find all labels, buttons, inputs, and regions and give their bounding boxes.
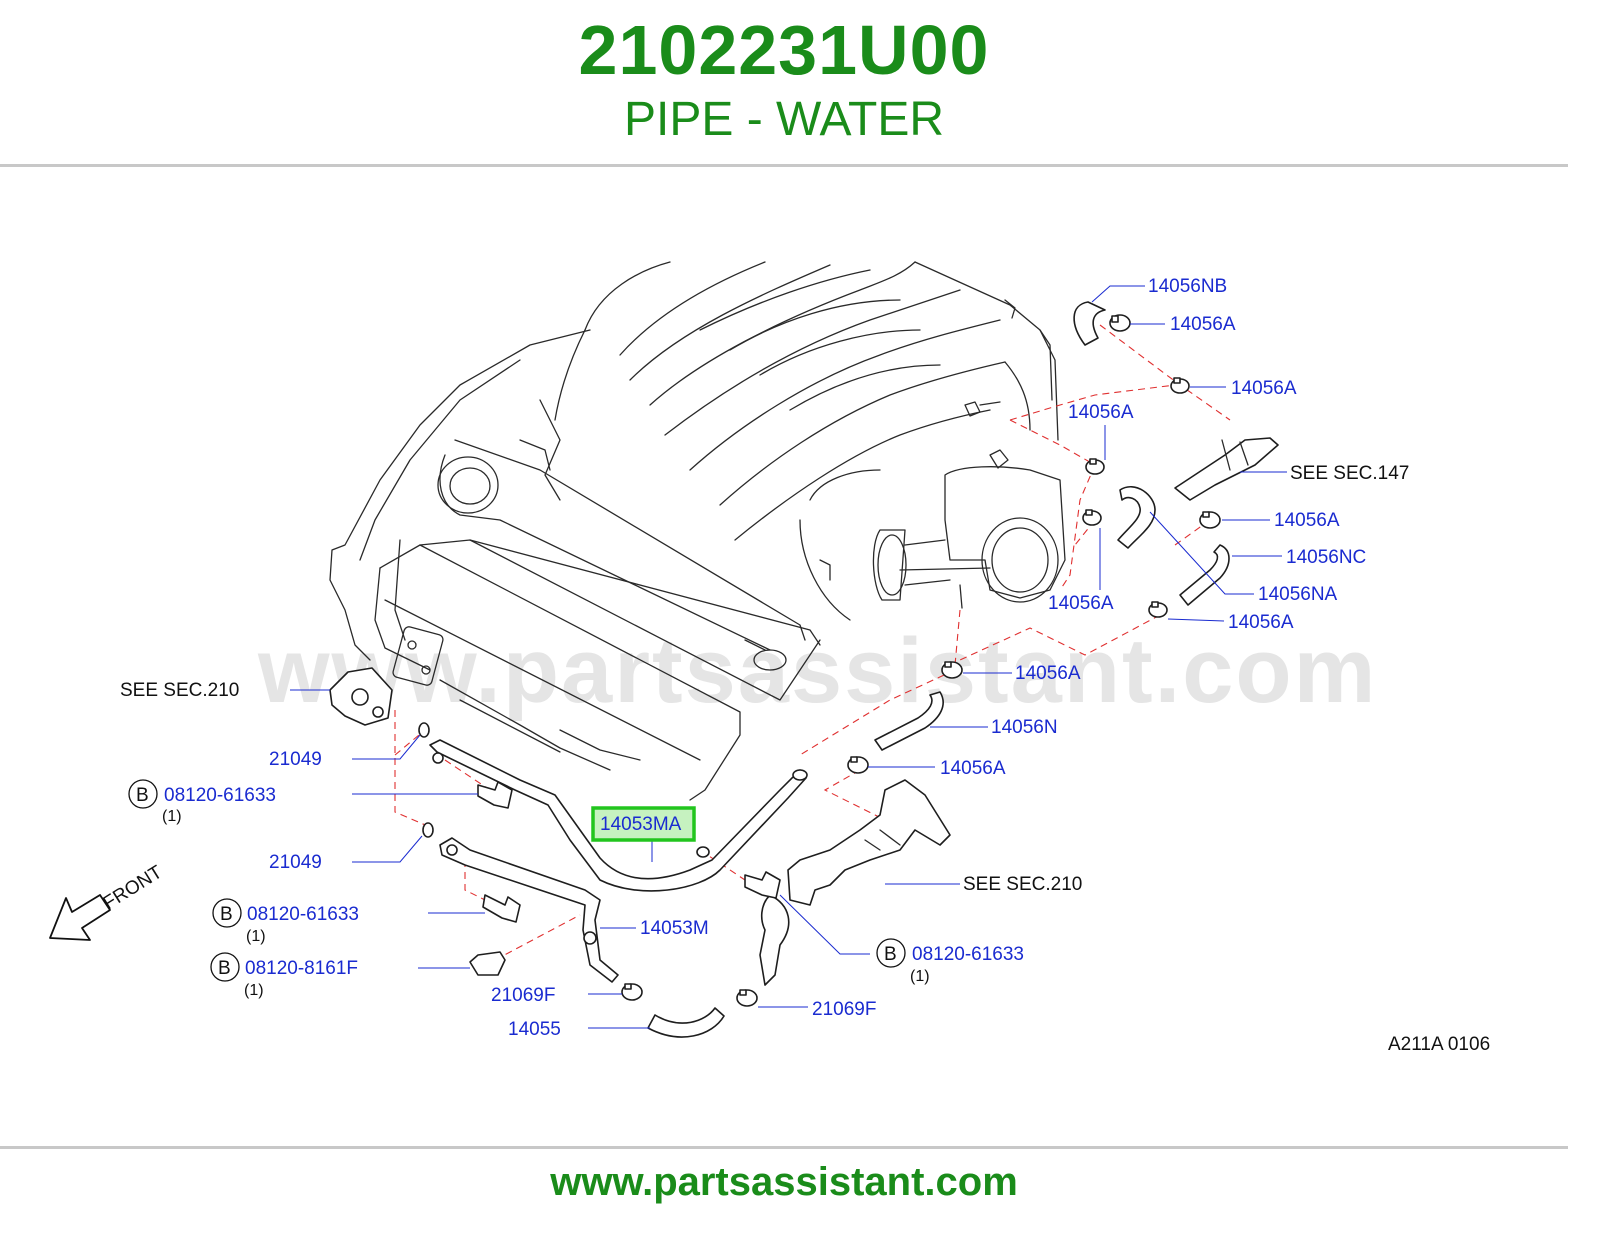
callout-14056NA: 14056NA [1258, 584, 1338, 605]
callout-14055: 14055 [508, 1019, 561, 1040]
svg-text:B: B [220, 904, 233, 925]
bolt-icon [482, 894, 521, 923]
callout-bolt-08120-61633: 08120-61633 [247, 904, 359, 925]
callout-14056A: 14056A [1274, 510, 1340, 531]
callout-21049: 21049 [269, 852, 322, 873]
callout-bolt-08120-8161F: 08120-8161F [245, 958, 358, 979]
quantity-label: (1) [910, 968, 930, 985]
callout-14056A: 14056A [1170, 314, 1236, 335]
footer-divider [0, 1146, 1568, 1149]
callout-21069F: 21069F [491, 985, 555, 1006]
watermark-text: www.partsassistant.com [257, 620, 1377, 722]
hose-clamp-icon [1085, 458, 1105, 475]
hose-clamp-icon [1170, 377, 1190, 394]
callout-21069F: 21069F [812, 999, 876, 1020]
callout-14056NB: 14056NB [1148, 276, 1227, 297]
hose-clamp-icon [1199, 511, 1221, 529]
see-section-210-right: SEE SEC.210 [963, 874, 1082, 895]
header-divider [0, 164, 1568, 167]
part-description: PIPE - WATER [623, 93, 944, 146]
callout-14053MA-highlighted[interactable]: 14053MA [600, 814, 682, 835]
svg-text:B: B [884, 944, 897, 965]
callout-14056N: 14056N [991, 717, 1058, 738]
b-marker-icon: B [210, 952, 240, 982]
b-marker-icon: B [212, 898, 242, 928]
highlighted-part-box [591, 806, 696, 842]
front-label: FRONT [100, 862, 167, 915]
bolt-icon [477, 781, 513, 809]
bolt-icon [469, 951, 506, 976]
callout-21049: 21049 [269, 749, 322, 770]
part-number-title: 2102231U00 [578, 11, 990, 89]
callout-bolt-08120-61633: 08120-61633 [164, 785, 276, 806]
bolt-icon [744, 871, 781, 899]
callout-14056A: 14056A [1048, 593, 1114, 614]
see-section-147: SEE SEC.147 [1290, 463, 1409, 484]
hose-clamp-icon [1109, 314, 1131, 332]
b-marker-icon: B [876, 938, 906, 968]
hose-clamp-icon [847, 756, 869, 774]
drawing-code: A211A 0106 [1388, 1034, 1490, 1055]
quantity-label: (1) [162, 808, 182, 825]
parts-drawings [329, 301, 1279, 1038]
callout-leader-lines [290, 285, 1287, 1029]
callout-14056A: 14056A [1228, 612, 1294, 633]
hose-clamp-icon [1082, 509, 1102, 526]
page-header: 2102231U00 PIPE - WATER [0, 0, 1568, 166]
hose-clamp-icon [621, 983, 643, 1001]
callout-14056NC: 14056NC [1286, 547, 1366, 568]
b-marker-icon: B [128, 779, 158, 809]
hose-clamp-icon [941, 661, 963, 679]
hose-clamp-icon [1148, 601, 1168, 618]
callout-14056A: 14056A [1068, 402, 1134, 423]
front-arrow-icon [49, 894, 111, 941]
callout-14056A: 14056A [1231, 378, 1297, 399]
svg-text:B: B [218, 958, 231, 979]
callout-14056A: 14056A [1015, 663, 1081, 684]
svg-text:B: B [136, 785, 149, 806]
callout-14056A: 14056A [940, 758, 1006, 779]
quantity-label: (1) [246, 928, 266, 945]
hose-clamp-icon [736, 989, 758, 1007]
footer-website-link[interactable]: www.partsassistant.com [550, 1160, 1018, 1204]
engine-illustration [329, 261, 1066, 801]
callout-14053M: 14053M [640, 918, 709, 939]
quantity-label: (1) [244, 982, 264, 999]
see-section-210-left: SEE SEC.210 [120, 680, 239, 701]
parts-diagram: www.partsassistant.com [49, 261, 1490, 1055]
callout-bolt-08120-61633: 08120-61633 [912, 944, 1024, 965]
